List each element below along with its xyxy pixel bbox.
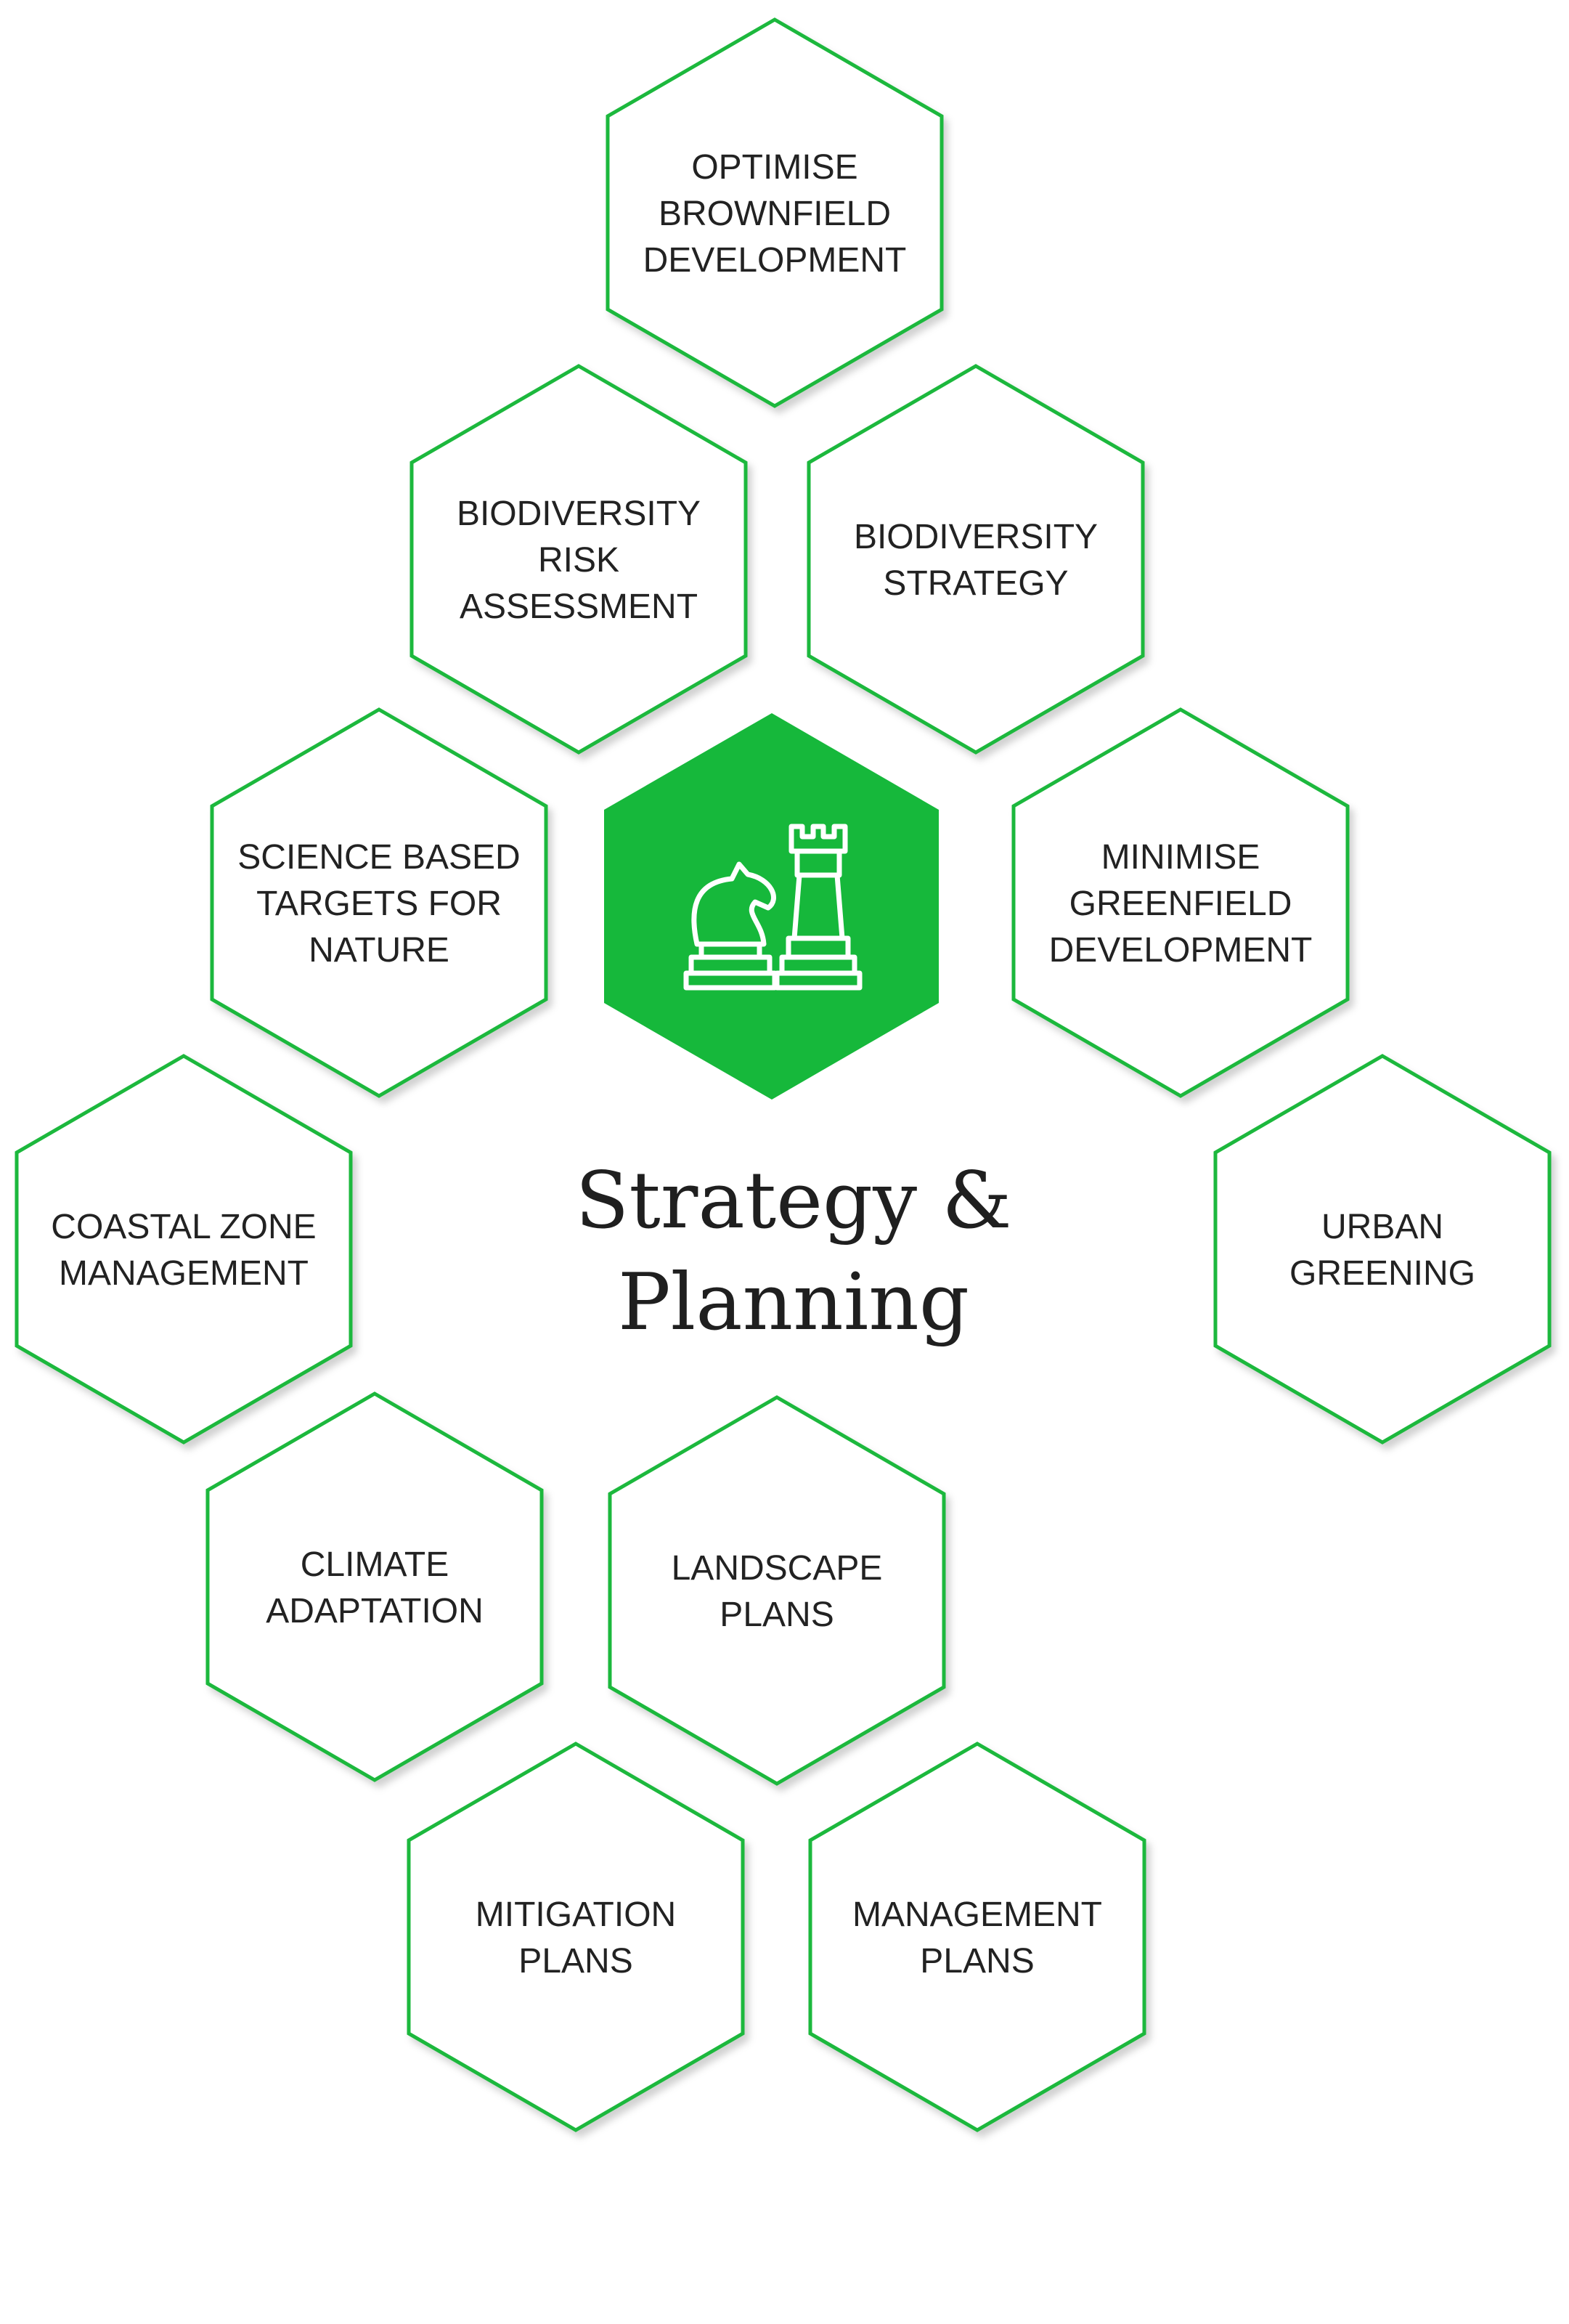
hexagon-label-line: PLANS bbox=[720, 1596, 834, 1634]
hexagon-label-line: DEVELOPMENT bbox=[643, 241, 907, 280]
hexagon-management-plans: MANAGEMENT PLANS bbox=[808, 1742, 1146, 2132]
hexagon-outline bbox=[210, 707, 548, 1098]
hexagon-label-line: MITIGATION bbox=[476, 1896, 676, 1934]
hexagon-layer: OPTIMISE BROWNFIELD DEVELOPMENT BIODIVERSIT… bbox=[15, 17, 1552, 2132]
hexagon-outline bbox=[205, 1391, 544, 1782]
hexagon-biodiversity-strategy: BIODIVERSITY STRATEGY bbox=[807, 364, 1145, 755]
hexagon-outline bbox=[409, 364, 748, 755]
title-line-2: Planning bbox=[618, 1257, 969, 1348]
hexagon-label-line: COASTAL ZONE bbox=[51, 1208, 316, 1246]
hexagon-label-line: BIODIVERSITY bbox=[854, 518, 1098, 556]
hexagon-mitigation-plans: MITIGATION PLANS bbox=[407, 1742, 745, 2132]
hexagon-outline bbox=[15, 1054, 353, 1445]
hexagon-label-line: MANAGEMENT bbox=[852, 1896, 1102, 1934]
hexagon-optimise-brownfield-development: OPTIMISE BROWNFIELD DEVELOPMENT bbox=[606, 17, 944, 408]
hexagon-outline bbox=[606, 17, 944, 408]
hexagon-label-line: NATURE bbox=[309, 931, 449, 970]
hexagon-coastal-zone-management: COASTAL ZONE MANAGEMENT bbox=[15, 1054, 353, 1445]
hexagon-label-line: MINIMISE bbox=[1101, 838, 1260, 877]
hexagon-label-line: RISK bbox=[538, 541, 619, 580]
title-line-1: Strategy & bbox=[575, 1155, 1011, 1246]
hexagon-science-based-targets-for-nature: SCIENCE BASED TARGETS FOR NATURE bbox=[210, 707, 548, 1098]
hexagon-landscape-plans: LANDSCAPE PLANS bbox=[608, 1395, 946, 1786]
hexagon-outline bbox=[407, 1742, 745, 2132]
hexagon-label-line: CLIMATE bbox=[301, 1545, 449, 1584]
hexagon-outline bbox=[608, 1395, 946, 1786]
hexagon-label-line: BROWNFIELD bbox=[659, 195, 891, 233]
hexagon-outline bbox=[1011, 707, 1350, 1098]
hexagon-label-line: GREENING bbox=[1289, 1254, 1475, 1293]
hexagon-label-line: URBAN bbox=[1321, 1208, 1443, 1246]
hexagon-urban-greening: URBAN GREENING bbox=[1213, 1054, 1552, 1445]
chess-knight-rook-icon bbox=[683, 824, 863, 991]
hexagon-outline bbox=[807, 364, 1145, 755]
hexagon-label-line: ADAPTATION bbox=[266, 1592, 484, 1630]
hexagon-label-line: BIODIVERSITY bbox=[457, 495, 701, 533]
hexagon-label-line: LANDSCAPE bbox=[672, 1549, 883, 1588]
hexagon-label-line: MANAGEMENT bbox=[59, 1254, 309, 1293]
diagram-title: Strategy & Planning bbox=[575, 1155, 1011, 1348]
hexagon-outline bbox=[808, 1742, 1146, 2132]
hexagon-minimise-greenfield-development: MINIMISE GREENFIELD DEVELOPMENT bbox=[1011, 707, 1350, 1098]
hexagon-label-line: ASSESSMENT bbox=[460, 588, 698, 626]
center-hexagon bbox=[604, 713, 939, 1100]
hexagon-climate-adaptation: CLIMATE ADAPTATION bbox=[205, 1391, 544, 1782]
hexagon-label-line: STRATEGY bbox=[883, 564, 1068, 603]
hexagon-label-line: TARGETS FOR bbox=[256, 885, 502, 923]
hexagon-label-line: PLANS bbox=[920, 1942, 1034, 1980]
hexagon-label-line: PLANS bbox=[518, 1942, 632, 1980]
hexagon-label-line: GREENFIELD bbox=[1069, 885, 1292, 923]
hexagon-biodiversity-risk-assessment: BIODIVERSITY RISK ASSESSMENT bbox=[409, 364, 748, 755]
hexagon-label-line: DEVELOPMENT bbox=[1049, 931, 1313, 970]
hexagon-label-line: OPTIMISE bbox=[691, 148, 857, 187]
hexagon-label-line: SCIENCE BASED bbox=[237, 838, 520, 877]
hexagon-outline bbox=[1213, 1054, 1552, 1445]
